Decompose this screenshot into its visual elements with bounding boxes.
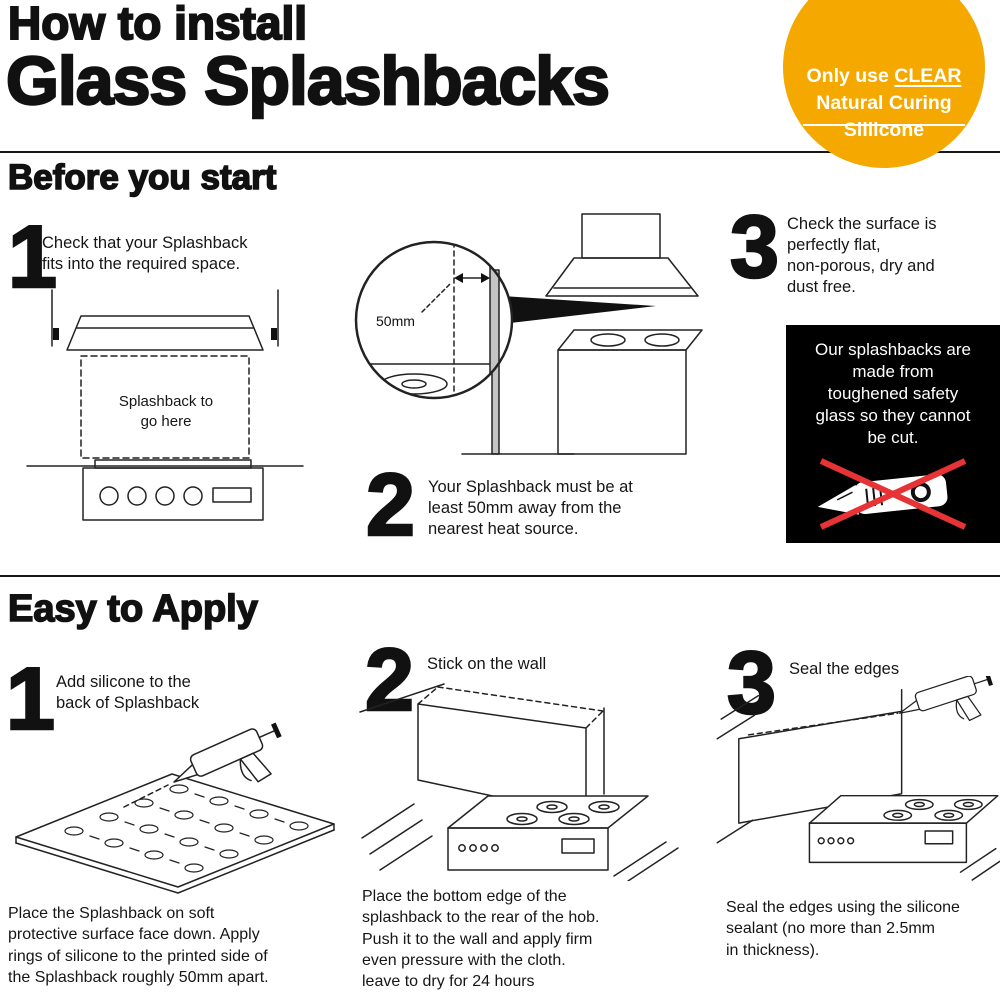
seal-edges-diagram [716, 676, 1000, 881]
callout-wedge [502, 296, 656, 324]
page-title-line1: How to install [7, 0, 308, 49]
header-divider [0, 151, 1000, 153]
splashback-panel-shape [15, 773, 335, 888]
hood-canopy-shape [545, 257, 699, 297]
stick-on-wall-diagram [359, 683, 679, 881]
cooker-hood-shape [66, 315, 264, 351]
silicone-rings [64, 784, 309, 873]
apply-step3-number: 3 [726, 633, 778, 732]
caulk-gun-icon [173, 722, 282, 783]
distance-50mm-label: 50mm [376, 313, 415, 329]
hood-chimney-shape [581, 213, 661, 259]
badge-line1: Only use CLEAR [806, 65, 962, 88]
cannot-cut-warning-box: Our splashbacks are made from toughened … [786, 325, 1000, 543]
no-cutting-icon [817, 458, 967, 531]
apply-section-heading: Easy to Apply [7, 588, 258, 630]
badge-line2: Natural Curing [816, 92, 952, 115]
before-step3-text: Check the surface is perfectly flat, non… [787, 215, 937, 297]
apply-step1-title: Add silicone to the back of Splashback [56, 673, 200, 713]
warning-text: Our splashbacks are made from toughened … [815, 340, 971, 448]
fit-space-diagram [26, 289, 304, 521]
before-step2-number: 2 [365, 455, 417, 554]
hob-front-shape [82, 467, 264, 521]
red-cross-icon [819, 458, 967, 531]
apply-step2-caption: Place the bottom edge of the splashback … [362, 888, 600, 991]
caulk-gun-icon [899, 676, 993, 722]
apply-step2-number: 2 [364, 630, 416, 729]
badge-line3: Sillicone [843, 119, 925, 142]
hob-front-shape [808, 822, 968, 864]
hob-front-shape [447, 827, 609, 871]
hob-top-shape [557, 329, 703, 351]
apply-step3-caption: Seal the edges using the silicone sealan… [726, 899, 960, 959]
heat-distance-diagram: 50mm [354, 213, 703, 455]
apply-step2-title: Stick on the wall [427, 655, 547, 673]
badge-clear-text: CLEAR [894, 65, 962, 88]
page-title-line2: Glass Splashbacks [5, 43, 611, 119]
section-divider [0, 575, 1000, 577]
apply-step1-caption: Place the Splashback on soft protective … [8, 905, 269, 986]
before-step1-text: Check that your Splashback fits into the… [42, 234, 248, 274]
magnifier-circle-icon [354, 240, 514, 400]
before-step2-text: Your Splashback must be at least 50mm aw… [428, 478, 633, 539]
apply-step3-title: Seal the edges [789, 660, 900, 678]
before-step3-number: 3 [729, 197, 781, 296]
magnified-view [356, 242, 512, 398]
hob-front-shape [557, 349, 687, 455]
badge-divider [803, 124, 965, 126]
splashback-here-label: Splashback to go here [118, 393, 214, 430]
silicone-badge: Only use CLEAR Natural Curing Sillicone [783, 0, 985, 168]
apply-silicone-diagram [15, 722, 335, 894]
splashback-position-outline [80, 355, 250, 459]
apply-step1-number: 1 [5, 649, 57, 748]
before-section-heading: Before you start [7, 158, 277, 197]
before-step1-number: 1 [7, 207, 59, 306]
